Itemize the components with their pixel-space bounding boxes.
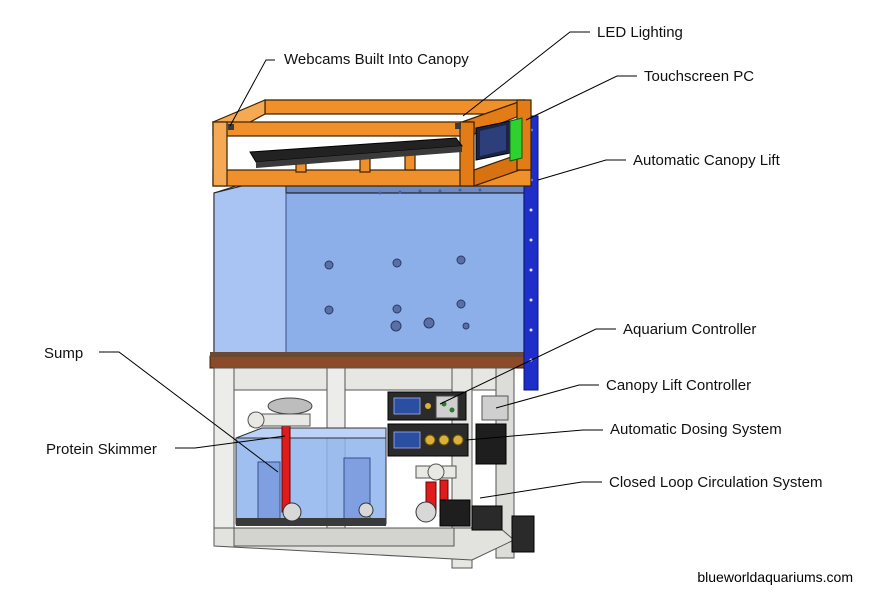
leader-closed-loop <box>479 481 602 499</box>
aquarium-tank <box>209 169 531 369</box>
leader-touchscreen <box>525 75 637 121</box>
canopy-lift-controller <box>475 395 509 465</box>
callout-labels: Webcams Built Into Canopy LED Lighting T… <box>44 24 853 585</box>
label-aquarium-controller: Aquarium Controller <box>623 321 756 338</box>
led-light-bar <box>249 137 463 168</box>
label-canopy-lift-controller: Canopy Lift Controller <box>606 377 751 394</box>
dosing-system <box>387 423 469 457</box>
label-automatic-canopy-lift: Automatic Canopy Lift <box>633 152 781 169</box>
label-protein-skimmer: Protein Skimmer <box>46 441 157 458</box>
canopy-frame <box>211 99 532 187</box>
leader-dosing <box>465 429 603 441</box>
credit-url: blueworldaquariums.com <box>697 569 853 585</box>
touchscreen-pc <box>475 117 523 162</box>
label-automatic-dosing-system: Automatic Dosing System <box>610 421 782 438</box>
leader-skimmer <box>175 435 286 449</box>
label-touchscreen-pc: Touchscreen PC <box>644 68 754 85</box>
label-sump: Sump <box>44 345 83 362</box>
protein-skimmer <box>267 397 374 522</box>
label-closed-loop-circulation: Closed Loop Circulation System <box>609 474 822 491</box>
leader-canopy-lift-controller <box>495 384 599 409</box>
leader-canopy-lift <box>537 159 626 181</box>
leader-aquarium-controller <box>439 328 616 405</box>
webcam-icon <box>228 123 461 130</box>
label-webcams: Webcams Built Into Canopy <box>284 51 469 68</box>
leader-webcams <box>229 59 275 127</box>
closed-loop-pump <box>415 499 535 553</box>
plumbing <box>247 411 457 515</box>
label-led-lighting: LED Lighting <box>597 24 683 41</box>
aquarium-controller <box>387 391 467 421</box>
leader-sump <box>99 351 279 473</box>
leader-lines <box>99 31 637 499</box>
leader-led <box>462 31 590 117</box>
